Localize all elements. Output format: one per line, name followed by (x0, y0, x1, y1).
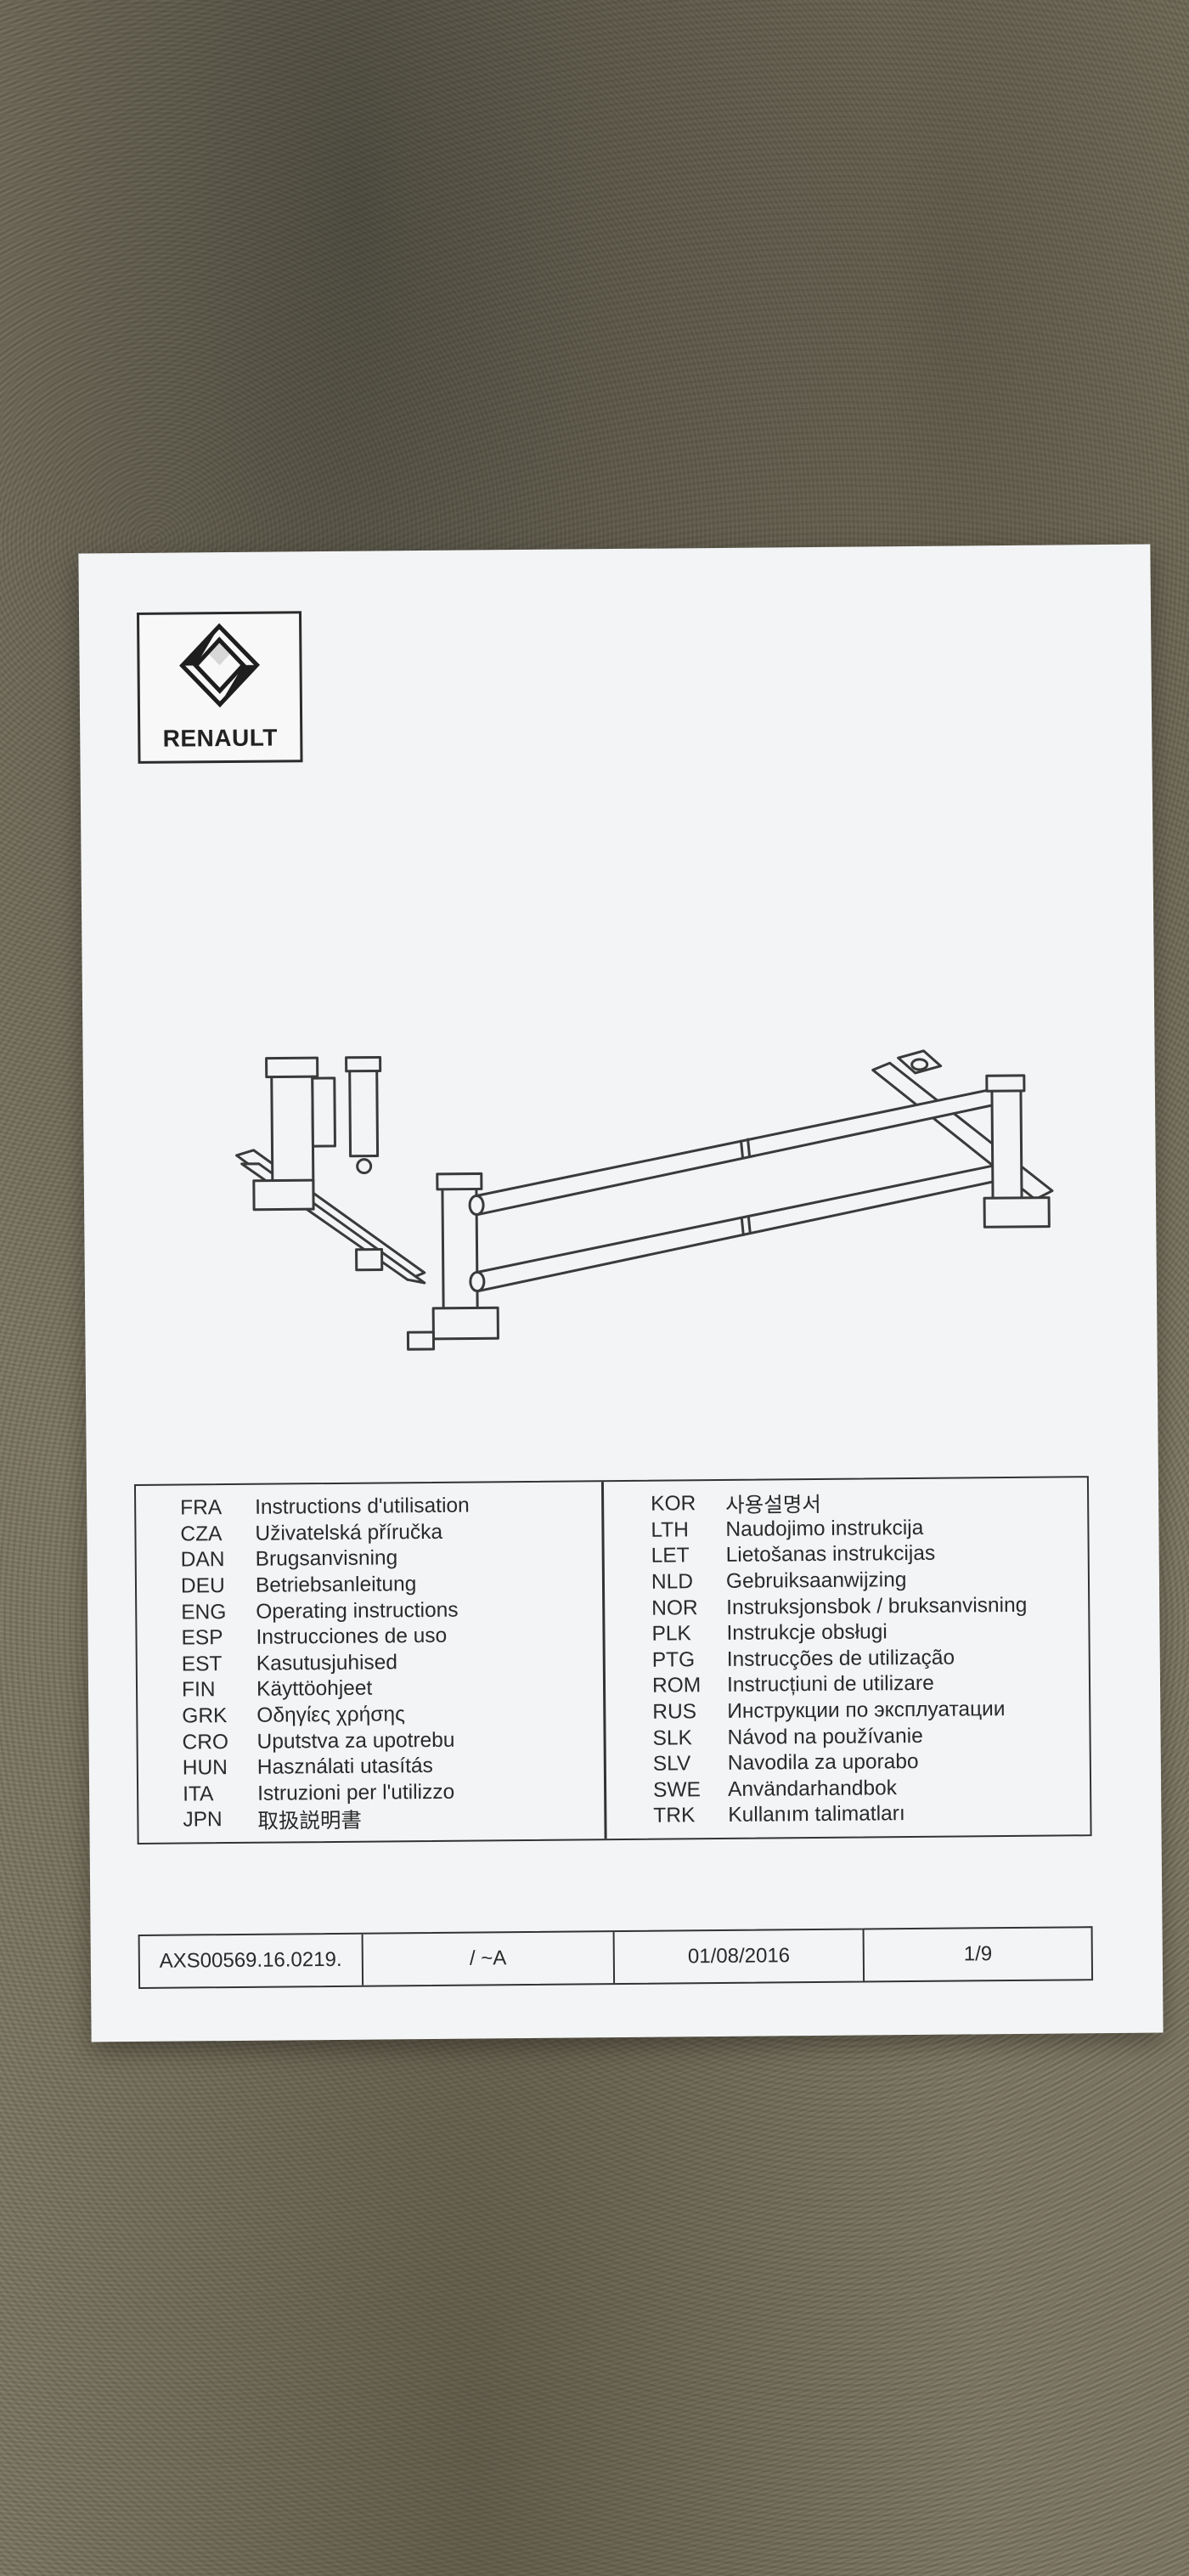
language-code: ENG (181, 1600, 227, 1624)
language-code: HUN (182, 1756, 228, 1780)
language-column-left: FRA Instructions d'utilisation CZA Uživate… (180, 1494, 472, 1834)
list-item: DEU Betriebsanleitung (181, 1571, 471, 1600)
language-code: ITA (183, 1782, 214, 1806)
language-title: Instrukcje obsługi (726, 1620, 888, 1646)
language-title: Uputstva za upotrebu (256, 1728, 455, 1754)
language-title: Οδηγίες χρήσης (256, 1703, 405, 1727)
instruction-booklet-cover: RENAULT (78, 544, 1164, 2042)
list-item: ESP Instrucciones de uso (181, 1624, 471, 1652)
language-code: EST (181, 1652, 223, 1676)
list-item: NLD Gebruiksaanwijzing (651, 1567, 1027, 1596)
list-item: GRK Οδηγίες χρήσης (182, 1701, 471, 1730)
list-item: LET Lietošanas instrukcijas (651, 1540, 1027, 1569)
language-title: 사용설명서 (725, 1493, 822, 1517)
language-title: Naudojimo instrukcija (725, 1516, 924, 1541)
language-title: Instrucciones de uso (256, 1624, 448, 1650)
list-item: KOR 사용설명서 (651, 1489, 1026, 1517)
list-item: JPN 取扱説明書 (183, 1805, 472, 1834)
language-code: FIN (181, 1678, 216, 1702)
language-code: FRA (180, 1496, 223, 1520)
column-divider (600, 1482, 607, 1839)
document-footer: AXS00569.16.0219. / ~A 01/08/2016 1/9 (138, 1926, 1094, 1989)
language-title: Instrucțiuni de utilizare (726, 1672, 934, 1698)
language-title: Kasutusjuhised (256, 1651, 398, 1675)
language-title: Operating instructions (256, 1598, 459, 1624)
document-revision: / ~A (363, 1932, 616, 1986)
language-code: CZA (180, 1522, 223, 1546)
language-code: DAN (180, 1548, 225, 1573)
language-code: SWE (652, 1778, 702, 1802)
language-title: Kullanım talimatları (728, 1802, 905, 1827)
list-item: SWE Användarhandbok (653, 1774, 1028, 1803)
language-code: ROM (651, 1674, 702, 1698)
language-code: DEU (180, 1574, 225, 1598)
language-title: Návod na používanie (727, 1724, 923, 1749)
logo-wordmark: RENAULT (162, 724, 279, 752)
language-title: Användarhandbok (727, 1777, 898, 1801)
page-number: 1/9 (963, 1942, 993, 1966)
language-title: Navodila za uporabo (727, 1750, 919, 1776)
language-code: NLD (651, 1570, 694, 1594)
language-code: CRO (182, 1730, 229, 1754)
language-title: Instructions d'utilisation (255, 1494, 470, 1520)
renault-diamond-icon (179, 623, 260, 708)
language-title: Käyttöohjeet (256, 1677, 373, 1702)
language-title: Brugsanvisning (255, 1546, 398, 1572)
language-title: 取扱説明書 (257, 1809, 363, 1833)
document-date: 01/08/2016 (614, 1929, 865, 1984)
language-title: Instrucções de utilização (726, 1646, 955, 1671)
language-column-right: KOR 사용설명서 LTH Naudojimo instrukcija LET Lie… (651, 1489, 1029, 1830)
list-item: CRO Uputstva za upotrebu (182, 1727, 471, 1756)
language-title: Használati utasítás (256, 1754, 433, 1779)
list-item: FIN Käyttöohjeet (182, 1675, 471, 1704)
list-item: PTG Instrucções de utilização (652, 1644, 1028, 1673)
language-title: Instruksjonsbok / bruksanvisning (726, 1593, 1028, 1619)
list-item: ITA Istruzioni per l'utilizzo (183, 1779, 472, 1808)
language-title: Uživatelská příručka (255, 1520, 443, 1545)
language-title: Lietošanas instrukcijas (725, 1542, 936, 1568)
vehicle-rack-line-drawing (235, 1049, 1054, 1351)
list-item: CZA Uživatelská příručka (180, 1519, 470, 1548)
language-code: SLK (652, 1726, 693, 1750)
language-list: FRA Instructions d'utilisation CZA Uživate… (133, 1476, 1092, 1844)
language-code: NOR (651, 1596, 698, 1620)
language-code: JPN (183, 1808, 223, 1832)
list-item: DAN Brugsanvisning (181, 1545, 471, 1574)
list-item: HUN Használati utasítás (183, 1753, 472, 1782)
list-item: SLV Navodila za uporabo (653, 1748, 1028, 1777)
list-item: TRK Kullanım talimatları (653, 1800, 1028, 1829)
list-item: LTH Naudojimo instrukcija (651, 1514, 1026, 1543)
document-reference: AXS00569.16.0219. (139, 1934, 363, 1987)
list-item: RUS Инструкции по эксплуатации (652, 1697, 1028, 1726)
list-item: ENG Operating instructions (181, 1597, 471, 1626)
language-code: GRK (182, 1704, 228, 1728)
language-code: LTH (651, 1518, 690, 1542)
language-title: Betriebsanleitung (255, 1573, 417, 1597)
language-code: SLV (652, 1752, 691, 1776)
language-title: Istruzioni per l'utilizzo (257, 1780, 455, 1805)
renault-logo: RENAULT (136, 611, 303, 764)
language-code: TRK (653, 1804, 696, 1828)
language-code: PTG (651, 1648, 696, 1672)
list-item: PLK Instrukcje obsługi (651, 1618, 1027, 1647)
list-item: NOR Instruksjonsbok / bruksanvisning (651, 1592, 1027, 1621)
language-code: KOR (651, 1492, 696, 1516)
language-code: PLK (651, 1622, 691, 1646)
list-item: SLK Návod na používanie (652, 1722, 1028, 1751)
language-code: LET (651, 1544, 690, 1568)
language-code: ESP (181, 1626, 223, 1650)
language-title: Инструкции по эксплуатации (727, 1698, 1006, 1723)
list-item: FRA Instructions d'utilisation (180, 1494, 470, 1522)
language-title: Gebruiksaanwijzing (725, 1568, 907, 1594)
list-item: ROM Instrucțiuni de utilizare (652, 1670, 1028, 1699)
language-code: RUS (652, 1700, 697, 1724)
list-item: EST Kasutusjuhised (182, 1649, 471, 1678)
